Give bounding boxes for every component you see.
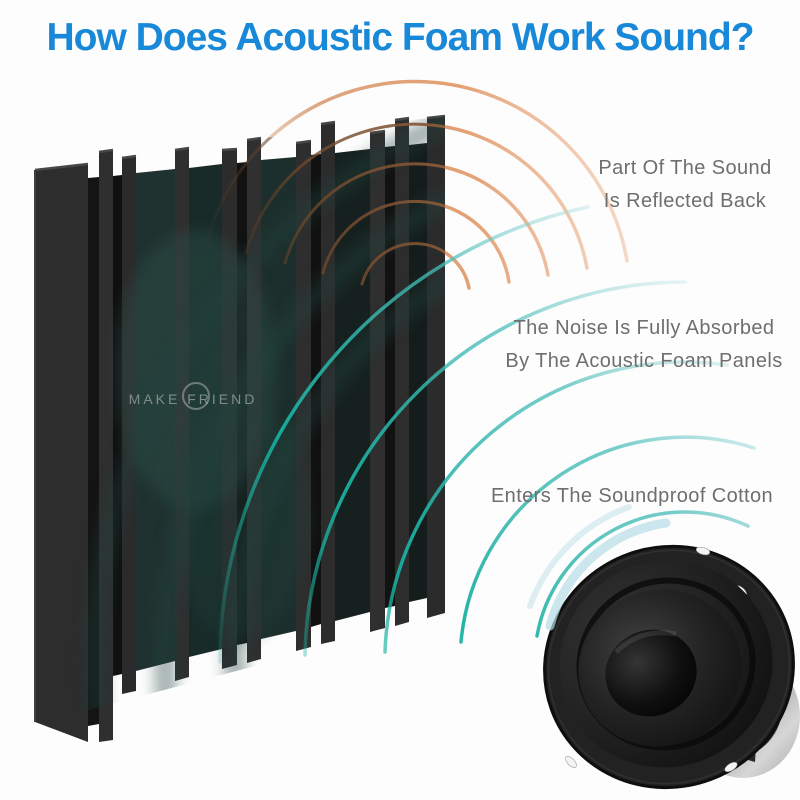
- foam-watermark: MAKE FRIEND: [129, 382, 258, 410]
- label-enters-cotton: Enters The Soundproof Cotton: [476, 480, 788, 513]
- teal-wave-arcs: [218, 205, 756, 664]
- foam-ridge-highlights: [34, 114, 446, 172]
- watermark-text: MAKE FRIEND: [129, 391, 258, 407]
- speaker-dust-cap: [605, 629, 697, 717]
- foam-wave-reflections: [84, 116, 445, 724]
- speaker-cap-highlight: [614, 630, 677, 654]
- label-reflected-sound: Part Of The Sound Is Reflected Back: [545, 152, 800, 218]
- label-absorbed-line2: By The Acoustic Foam Panels: [505, 350, 783, 372]
- watermark-logo-swoosh: [182, 382, 210, 410]
- speaker-woofer: [543, 544, 800, 790]
- label-enters-line1: Enters The Soundproof Cotton: [490, 485, 774, 507]
- absorbed-sound-waves: [218, 205, 756, 664]
- page-title: How Does Acoustic Foam Work Sound?: [46, 16, 754, 59]
- label-reflected-line2: Is Reflected Back: [603, 190, 767, 212]
- speaker-near-glow-waves: [527, 504, 671, 631]
- acoustic-foam-panel: MAKE FRIEND: [34, 114, 446, 742]
- label-absorbed-line1: The Noise Is Fully Absorbed: [513, 317, 775, 339]
- label-reflected-line1: Part Of The Sound: [598, 157, 772, 179]
- label-absorbed-sound: The Noise Is Fully Absorbed By The Acous…: [500, 312, 788, 378]
